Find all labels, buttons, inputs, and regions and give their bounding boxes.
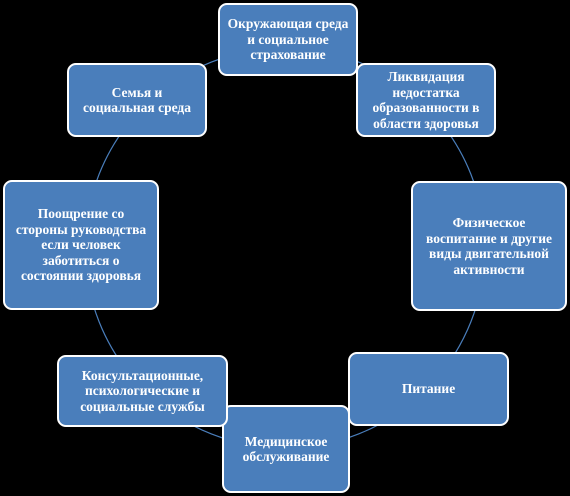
node-medical: Медицинское обслуживание [222, 405, 350, 493]
node-nutrition: Питание [348, 352, 509, 426]
node-encouragement: Поощрение со стороны руководства если че… [3, 180, 159, 310]
node-environment-label: Окружающая среда и социальное страховани… [227, 16, 349, 63]
node-consulting-label: Консультационные, психологические и соци… [80, 367, 205, 414]
node-environment: Окружающая среда и социальное страховани… [218, 3, 358, 76]
node-health-education: Ликвидация недостатка образованности в о… [356, 63, 496, 137]
node-health-education-label: Ликвидация недостатка образованности в о… [372, 69, 480, 131]
node-physical: Физическое воспитание и другие виды двиг… [411, 181, 567, 311]
node-physical-label: Физическое воспитание и другие виды двиг… [426, 215, 552, 277]
node-encouragement-label: Поощрение со стороны руководства если че… [15, 206, 147, 284]
node-family: Семья и социальная среда [67, 63, 207, 137]
node-medical-label: Медицинское обслуживание [242, 433, 330, 465]
node-consulting: Консультационные, психологические и соци… [57, 355, 228, 427]
node-family-label: Семья и социальная среда [83, 84, 191, 116]
node-nutrition-label: Питание [401, 381, 456, 397]
